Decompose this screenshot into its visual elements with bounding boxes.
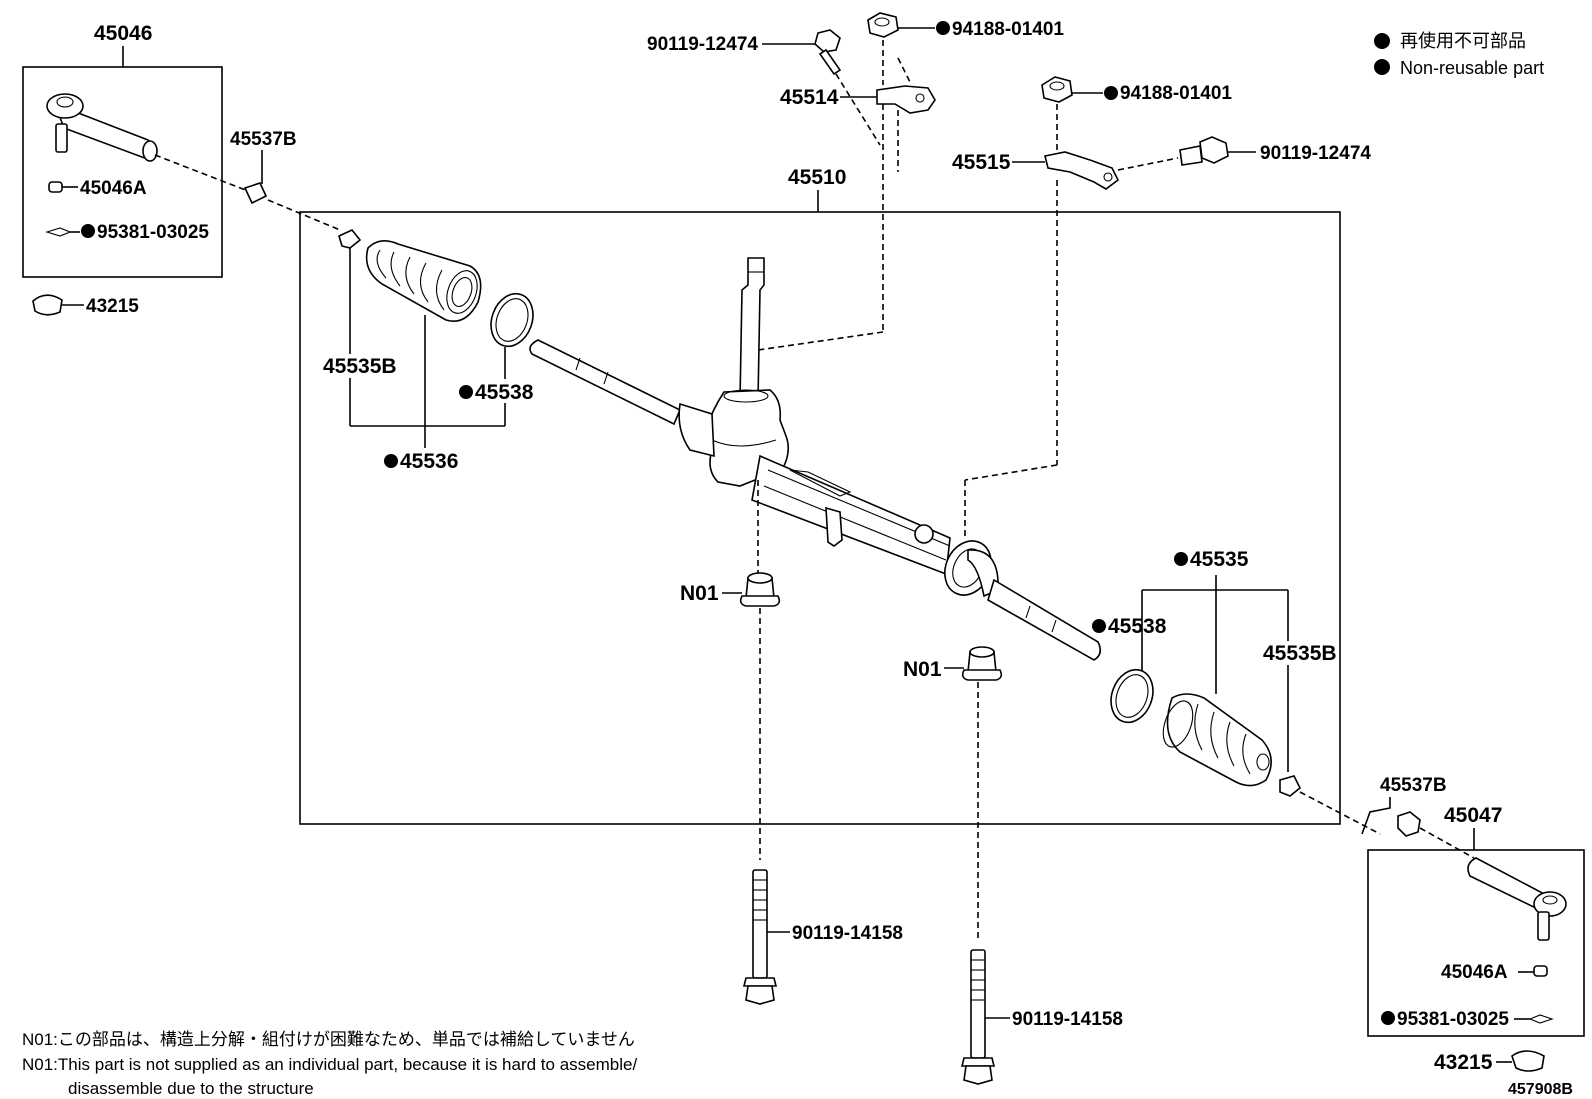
nut-94188-01401-right-icon (1041, 76, 1073, 103)
cotter-pin-right-icon (1528, 1014, 1554, 1024)
diagram-reference-number: 457908B (1508, 1081, 1573, 1098)
part-label-45535b-right: 45535B (1263, 642, 1337, 665)
bushing-n01-right-icon (961, 646, 1003, 681)
cap-45046a-right-icon (1533, 965, 1548, 977)
castle-nut-left-group: 43215 (32, 294, 139, 317)
long-bolt-right-icon (960, 949, 996, 1085)
part-label-95381-left: 95381-03025 (97, 222, 209, 243)
part-label-n01-right: N01 (903, 658, 942, 681)
part-label-94188-01401-right: 94188-01401 (1120, 83, 1232, 104)
castle-nut-icon (32, 294, 63, 316)
non-reusable-dot-icon (459, 385, 473, 399)
castle-nut-right-icon (1511, 1050, 1545, 1072)
left-tie-rod-end-group: 45046 45046A 95381-03025 (22, 22, 249, 278)
tie-rod-end-left-icon (46, 93, 158, 162)
bushing-n01-left-icon (739, 572, 781, 607)
tie-rod-end-right-icon (1467, 857, 1567, 941)
clamp-band-left-icon (490, 292, 534, 348)
label-backdrop (1260, 641, 1338, 665)
cotter-pin-icon (45, 227, 72, 237)
clamp-band-right-icon (1110, 668, 1154, 724)
part-label-45515: 45515 (952, 151, 1011, 174)
boot-clip-right-icon (1279, 775, 1302, 797)
part-label-95381-right: 95381-03025 (1397, 1009, 1509, 1030)
part-label-45535: 45535 (1190, 548, 1249, 571)
part-label-45046: 45046 (94, 22, 152, 45)
rack-boot-right-icon (1162, 693, 1272, 787)
part-label-90119-14158-left: 90119-14158 (792, 923, 903, 944)
bracket-45514-icon (876, 85, 936, 114)
non-reusable-dot-icon (1374, 33, 1390, 49)
non-reusable-dot-icon (81, 224, 95, 238)
note-n01-en-line1: N01:This part is not supplied as an indi… (22, 1055, 637, 1074)
long-bolt-left-icon (742, 869, 778, 1005)
part-label-45510: 45510 (788, 166, 846, 189)
note-n01-en-line2: disassemble due to the structure (68, 1079, 314, 1098)
lock-nut-45537b-right-icon (1397, 811, 1421, 837)
nut-94188-01401-top-icon (867, 12, 899, 38)
rack-boot-left-icon (365, 240, 482, 322)
part-label-90119-14158-right: 90119-14158 (1012, 1009, 1123, 1030)
non-reusable-dot-icon (1104, 86, 1118, 100)
top-bracket-parts: 90119-12474 94188-01401 45514 (647, 12, 1371, 540)
non-reusable-dot-icon (384, 454, 398, 468)
legend-non-reusable-ja: 再使用不可部品 (1400, 31, 1526, 51)
lock-nut-45537b-icon (243, 182, 268, 205)
left-boot-group: 45535B 45538 45536 (320, 229, 534, 473)
label-backdrop (320, 354, 392, 378)
cap-45046a-icon (48, 181, 63, 193)
part-label-45537b-right: 45537B (1380, 775, 1447, 796)
right-tie-rod-box (1367, 849, 1585, 1037)
part-label-45538-left: 45538 (475, 381, 534, 404)
non-reusable-dot-icon (1174, 552, 1188, 566)
part-label-45537b-left: 45537B (230, 129, 297, 150)
part-label-45047: 45047 (1444, 804, 1502, 827)
bracket-45515-icon (1044, 151, 1120, 190)
legend: 再使用不可部品 Non-reusable part (1374, 31, 1544, 78)
part-label-45514: 45514 (780, 86, 839, 109)
right-tie-rod-end-group: 45537B 45047 45046A 95381-03025 43215 (1361, 775, 1585, 1074)
assembly-45510-box (299, 211, 1341, 825)
part-label-90119-12474-top: 90119-12474 (647, 34, 758, 55)
non-reusable-dot-icon (936, 21, 950, 35)
right-boot-group: 45535 45538 45535B (1092, 548, 1381, 835)
part-label-45046a-right: 45046A (1441, 962, 1508, 983)
steering-rack-housing-icon (529, 257, 1102, 661)
part-label-90119-12474-right: 90119-12474 (1260, 143, 1371, 164)
part-label-45536: 45536 (400, 450, 458, 473)
note-n01-ja: N01:この部品は、構造上分解・組付けが困難なため、単品では補給していません (22, 1030, 635, 1049)
bolt-90119-14158-left-group: 90119-14158 (742, 869, 903, 1005)
bolt-90119-12474-top-icon (814, 29, 842, 76)
steering-gear-assembly-box: 45510 (299, 166, 1341, 825)
part-label-94188-01401-top: 94188-01401 (952, 19, 1064, 40)
non-reusable-dot-icon (1374, 59, 1390, 75)
bolt-90119-14158-right-group: 90119-14158 (960, 949, 1123, 1085)
boot-clip-left-icon (338, 229, 362, 249)
non-reusable-dot-icon (1092, 619, 1106, 633)
n01-right-group: N01 (903, 646, 1003, 940)
part-label-45046a-left: 45046A (80, 178, 147, 199)
part-label-45538-right: 45538 (1108, 615, 1167, 638)
n01-left-group: N01 (680, 480, 781, 860)
footnotes: N01:この部品は、構造上分解・組付けが困難なため、単品では補給していません N… (22, 1030, 637, 1098)
part-label-45535b-left: 45535B (323, 355, 397, 378)
clip-45537b-left-group: 45537B (230, 129, 341, 231)
legend-non-reusable-en: Non-reusable part (1400, 58, 1544, 78)
part-label-n01-left: N01 (680, 582, 719, 605)
part-label-43215-right: 43215 (1434, 1051, 1493, 1074)
part-label-43215-left: 43215 (86, 296, 139, 317)
non-reusable-dot-icon (1381, 1011, 1395, 1025)
bolt-90119-12474-right-icon (1179, 136, 1229, 166)
